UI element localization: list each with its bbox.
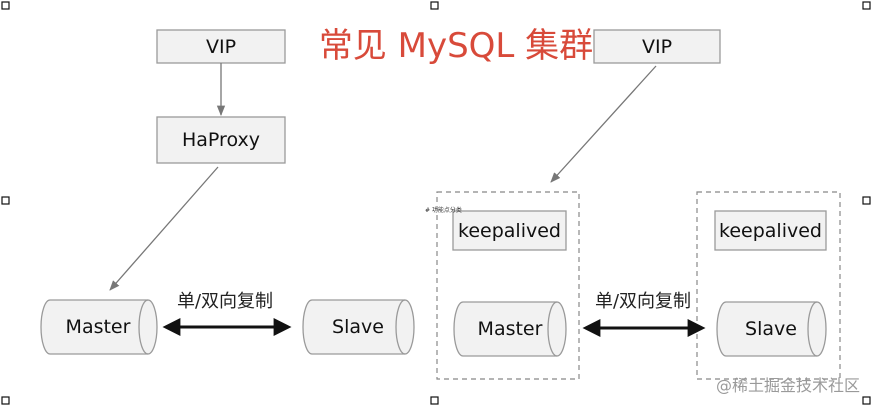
left-master-cylinder <box>40 299 158 355</box>
right-slave-cylinder <box>716 301 827 357</box>
right-left-node-dashed-group <box>436 191 580 380</box>
right-replication-label: 单/双向复制 <box>594 291 692 312</box>
watermark: @稀土掘金技术社区 <box>715 376 860 395</box>
right-vip-to-keepalived-connector <box>550 65 657 183</box>
left-proxy-to-master-connector <box>109 166 219 291</box>
diagram-title: 常见 MySQL 集群 <box>318 25 594 66</box>
left-master-label: Master <box>65 316 131 338</box>
right-right-node-dashed-group <box>696 191 841 380</box>
left-slave-label: Slave <box>332 316 384 338</box>
left-haproxy-box <box>156 116 286 164</box>
right-keepalived-right-box <box>714 210 827 251</box>
right-master-cylinder <box>453 301 567 357</box>
left-vip-label: VIP <box>205 35 237 58</box>
right-keepalived-left-box <box>452 210 567 251</box>
left-haproxy-label: HaProxy <box>182 129 260 151</box>
tiny-note: # 功能点分类 <box>425 207 462 214</box>
right-slave-label: Slave <box>745 318 797 340</box>
right-keepalived-right-label: keepalived <box>719 219 822 242</box>
left-replication-label: 单/双向复制 <box>176 291 274 312</box>
right-keepalived-left-label: keepalived <box>458 219 561 242</box>
right-vip-box <box>593 29 721 64</box>
right-master-label: Master <box>477 318 543 340</box>
right-vip-label: VIP <box>641 35 673 58</box>
left-slave-cylinder <box>302 299 415 355</box>
